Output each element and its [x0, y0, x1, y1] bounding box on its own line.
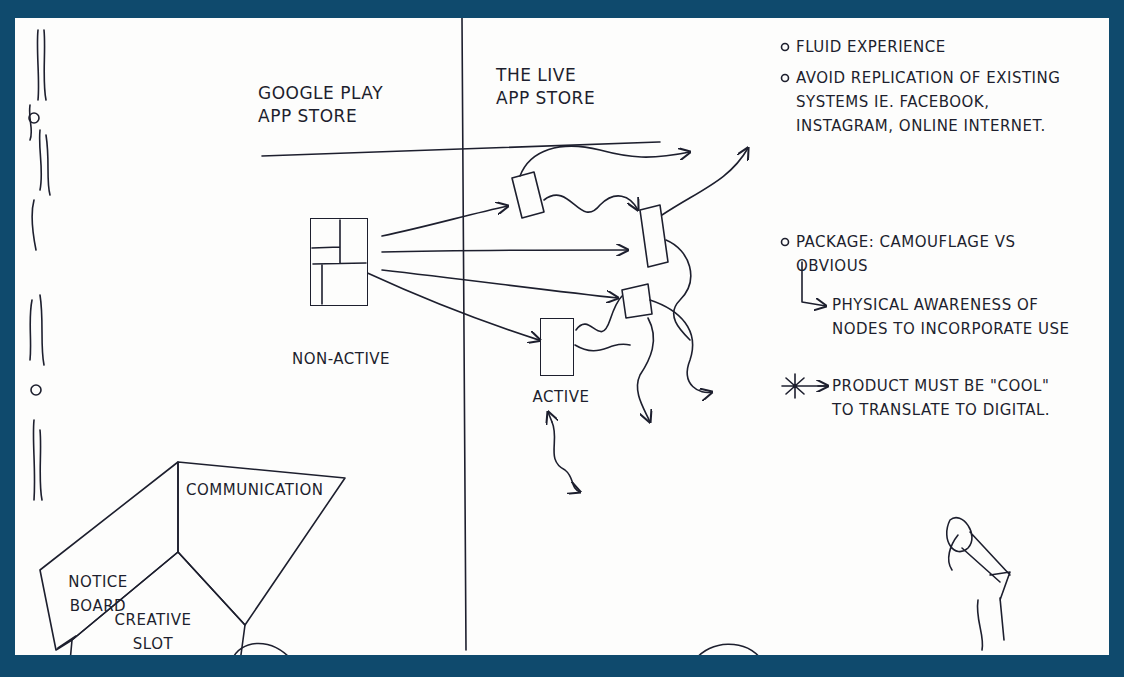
sector-outline	[70, 552, 245, 662]
figure-sketch	[947, 518, 1010, 650]
sector-outline	[178, 462, 345, 625]
figure-scribble	[30, 30, 50, 500]
usage-arrow	[520, 146, 690, 176]
usage-arrow	[576, 296, 622, 332]
flow-arrow	[382, 250, 628, 252]
design-note: PHYSICAL AWARENESS OF NODES TO INCORPORA…	[832, 293, 1072, 341]
node-label: COMMUNICATION	[186, 478, 341, 502]
node-label: NOTICE BOARD	[62, 570, 134, 618]
node-label: ACTIVE	[521, 385, 601, 409]
design-note: PACKAGE: CAMOUFLAGE VS OBVIOUS	[796, 230, 1046, 278]
usage-arrow	[552, 422, 580, 492]
pie-sector: CREATIVE SLOT	[70, 552, 245, 662]
design-note: FLUID EXPERIENCE	[796, 35, 1076, 59]
usage-arrow	[575, 344, 630, 351]
bullet	[782, 44, 789, 51]
figure-head	[31, 385, 41, 395]
star-mark	[782, 374, 828, 398]
app-stack-box: NON-ACTIVE	[310, 218, 368, 306]
usage-arrow	[637, 318, 653, 422]
note-pointer	[818, 385, 828, 387]
app-box: ACTIVE	[540, 318, 574, 376]
header-rule	[262, 142, 660, 156]
flow-arrow	[382, 270, 618, 298]
node-label: CREATIVE SLOT	[108, 608, 198, 656]
pie-sector: COMMUNICATION	[178, 462, 345, 625]
usage-arrow	[544, 195, 638, 212]
usage-arrow	[650, 300, 712, 393]
column-header: GOOGLE PLAY APP STORE	[258, 82, 393, 128]
app-box	[512, 172, 544, 218]
stack-lines	[312, 220, 366, 304]
column-header: THE LIVE APP STORE	[496, 64, 611, 110]
bullet	[782, 239, 789, 246]
design-note: AVOID REPLICATION OF EXISTING SYSTEMS IE…	[796, 66, 1071, 138]
column-divider	[462, 18, 466, 650]
flow-arrow	[368, 273, 540, 340]
usage-arrow	[662, 148, 748, 215]
bullet	[782, 75, 789, 82]
node-label: NON-ACTIVE	[281, 347, 401, 371]
usage-arrow	[548, 412, 552, 422]
sketch-arc	[695, 644, 762, 660]
app-box	[622, 284, 652, 318]
design-note: PRODUCT MUST BE "COOL" TO TRANSLATE TO D…	[832, 374, 1067, 422]
flow-arrow	[382, 206, 508, 236]
figure-head	[29, 113, 39, 123]
